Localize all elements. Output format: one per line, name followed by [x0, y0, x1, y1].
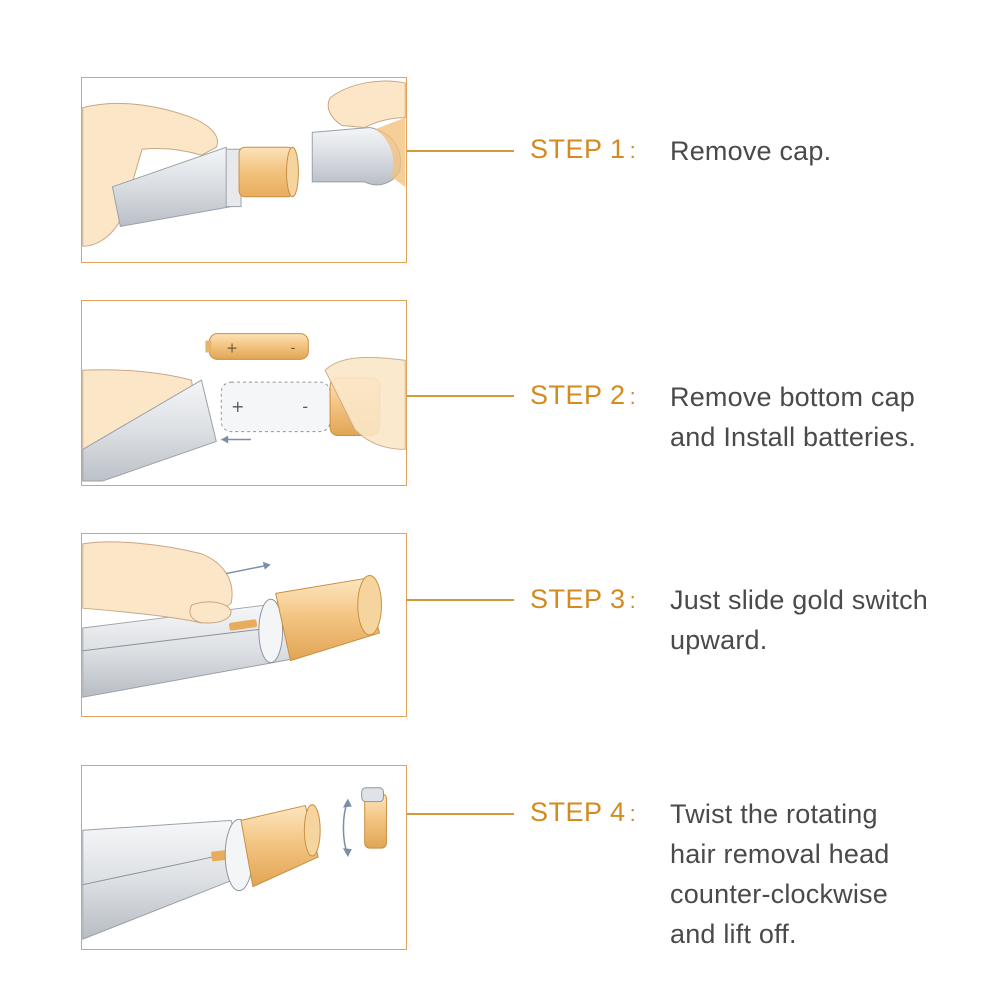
slide-switch-illustration-icon	[82, 541, 382, 698]
step-3-label-text: STEP 3	[530, 584, 626, 614]
step-3-colon: :	[629, 588, 637, 613]
step-4-line-4: and lift off.	[670, 919, 797, 949]
step-3-description: Just slide gold switch upward.	[670, 580, 990, 660]
twist-head-illustration-icon	[82, 787, 387, 940]
step-4-line-1: Twist the rotating	[670, 799, 878, 829]
install-batteries-illustration-icon: + - + -	[82, 333, 406, 482]
svg-text:+: +	[226, 340, 238, 356]
step-2-label-text: STEP 2	[530, 380, 626, 410]
step-1-connector	[407, 150, 514, 152]
step-4-connector	[407, 813, 514, 815]
step-1-label: STEP 1:	[530, 134, 636, 165]
step-3-line-2: upward.	[670, 625, 768, 655]
step-2-line-1: Remove bottom cap	[670, 382, 916, 412]
step-4-colon: :	[629, 801, 637, 826]
step-3-illustration	[81, 533, 407, 717]
step-1-illustration	[81, 77, 407, 263]
step-4-line-2: hair removal head	[670, 839, 890, 869]
step-4-line-3: counter-clockwise	[670, 879, 888, 909]
step-4-label: STEP 4:	[530, 797, 636, 828]
step-2-illustration: + - + -	[81, 300, 407, 486]
step-4-label-text: STEP 4	[530, 797, 626, 827]
step-4-illustration	[81, 765, 407, 950]
step-2-line-2: and Install batteries.	[670, 422, 917, 452]
svg-text:-: -	[302, 397, 308, 416]
step-1-colon: :	[629, 138, 637, 163]
remove-cap-illustration-icon	[82, 80, 406, 247]
step-1-description: Remove cap.	[670, 131, 990, 171]
svg-text:-: -	[290, 340, 295, 356]
svg-text:+: +	[231, 397, 244, 416]
step-1-line-1: Remove cap.	[670, 136, 832, 166]
step-2-connector	[407, 395, 514, 397]
step-3-label: STEP 3:	[530, 584, 636, 615]
step-3-line-1: Just slide gold switch	[670, 585, 929, 615]
step-1-label-text: STEP 1	[530, 134, 626, 164]
step-4-description: Twist the rotating hair removal head cou…	[670, 794, 990, 954]
step-2-description: Remove bottom cap and Install batteries.	[670, 377, 990, 457]
step-3-connector	[407, 599, 514, 601]
step-2-label: STEP 2:	[530, 380, 636, 411]
step-2-colon: :	[629, 384, 637, 409]
